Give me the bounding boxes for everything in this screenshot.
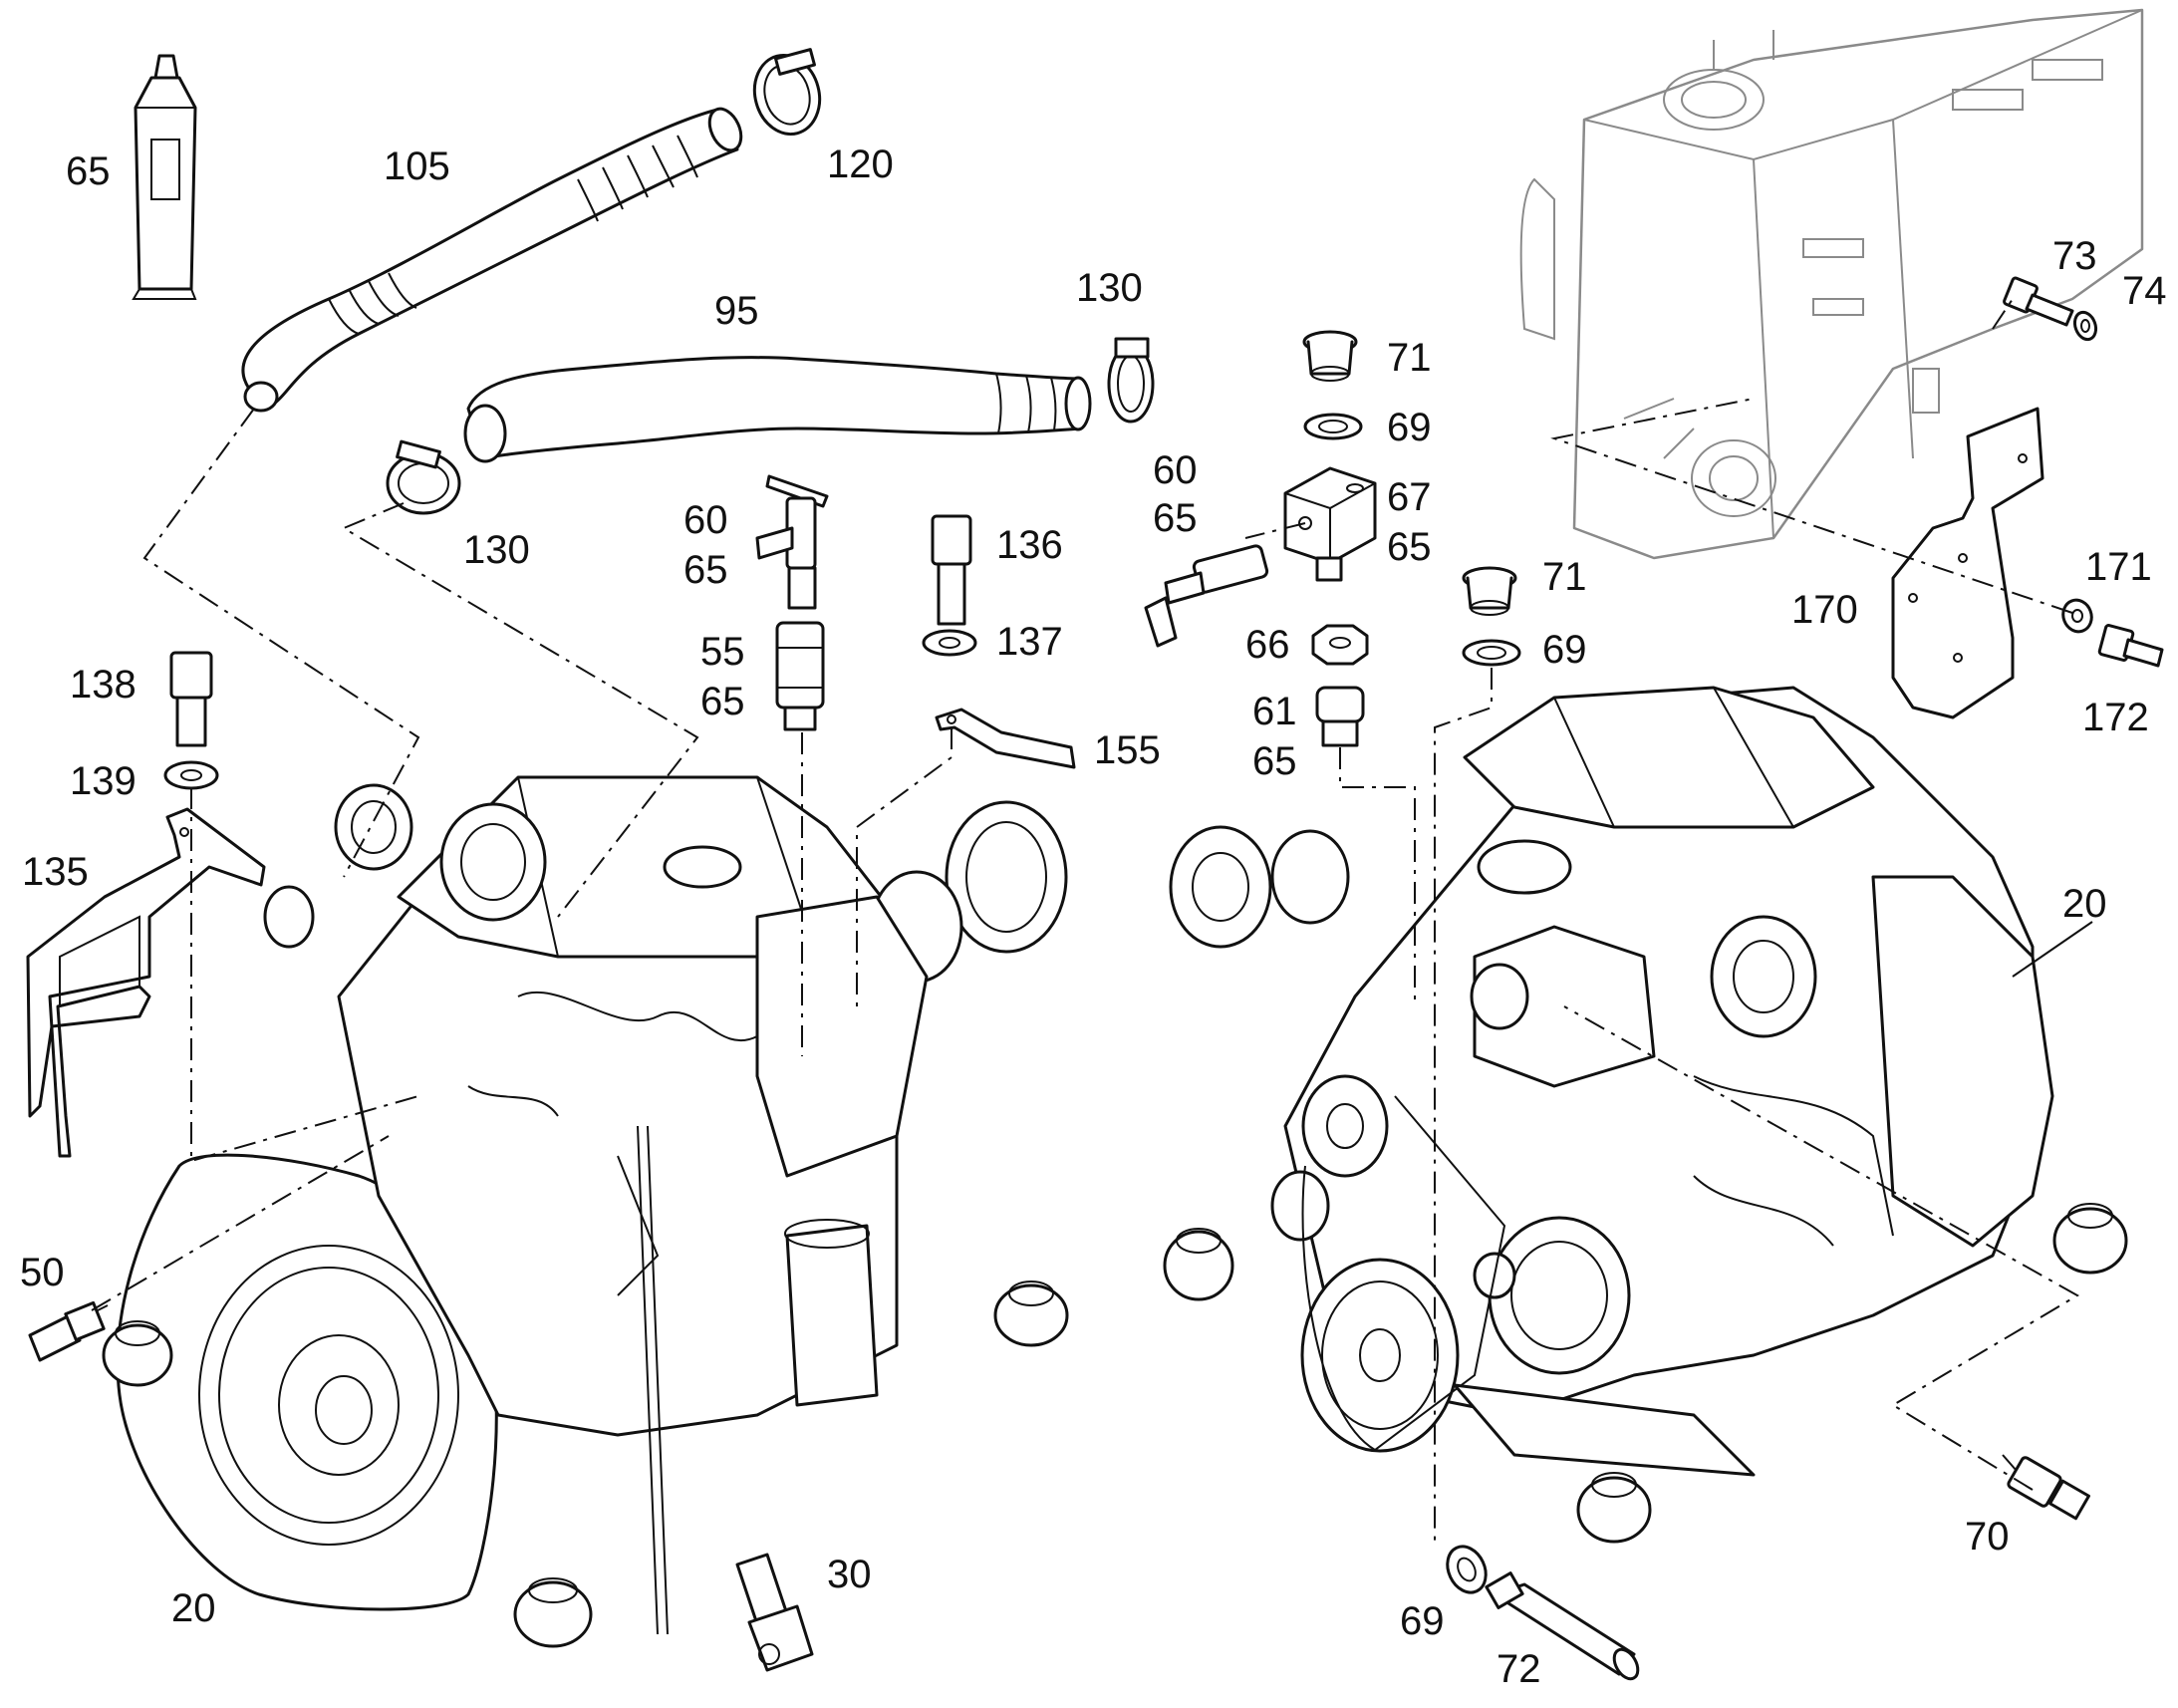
hose-95: [463, 356, 1092, 463]
leader-lines: [91, 298, 2079, 1545]
washer-139: [163, 760, 219, 790]
plug-71-top: [1302, 330, 1358, 382]
block-67: [1283, 466, 1377, 582]
bolt-73: [2003, 276, 2074, 327]
frame-chassis: [1519, 8, 2144, 560]
callout-70: 70: [1965, 1515, 2010, 1559]
callout-172: 172: [2082, 696, 2149, 739]
drain-valve-60-right: [1144, 544, 1269, 648]
callout-69-mid: 69: [1542, 628, 1587, 672]
engine-mount-right-a: [1163, 1228, 1234, 1301]
sender-70: [2002, 1454, 2090, 1521]
bolt-138: [169, 651, 213, 747]
sensor-30: [735, 1553, 814, 1672]
bracket-170: [1891, 407, 2044, 719]
callout-20-right: 20: [2062, 882, 2107, 926]
engine-mount-left-c: [993, 1281, 1069, 1347]
bracket-135: [26, 807, 266, 1158]
callout-170: 170: [1791, 588, 1858, 632]
hose-clamp-130-top: [1107, 337, 1155, 424]
callout-95: 95: [714, 289, 759, 333]
callout-65-right-c: 65: [1252, 739, 1297, 783]
washer-137: [922, 629, 977, 657]
callout-65-right-a: 65: [1153, 496, 1198, 540]
callout-50: 50: [20, 1251, 65, 1294]
callout-130-left: 130: [463, 528, 530, 572]
engine-mount-left-a: [102, 1320, 173, 1387]
engine-mount-right-c: [2052, 1203, 2128, 1275]
callout-138: 138: [70, 663, 136, 707]
callout-65-left-b: 65: [700, 680, 745, 723]
callout-73: 73: [2052, 234, 2097, 278]
washer-69-mid: [1462, 639, 1521, 667]
callout-72: 72: [1497, 1647, 1541, 1691]
washer-69-top: [1303, 413, 1363, 440]
plug-71-mid: [1462, 566, 1517, 616]
pin-72: [1485, 1571, 1640, 1681]
callout-61: 61: [1252, 690, 1297, 733]
callout-130-top: 130: [1076, 266, 1143, 310]
washer-69-bottom: [1446, 1545, 1488, 1594]
fitting-55: [775, 621, 825, 731]
callout-55: 55: [700, 630, 745, 674]
washer-171: [2061, 598, 2093, 634]
hose-105: [241, 107, 743, 413]
callout-60-right: 60: [1153, 448, 1198, 492]
callout-137: 137: [996, 620, 1063, 664]
drain-valve-60-left: [755, 474, 829, 610]
callout-65-right-b: 65: [1387, 525, 1432, 569]
callout-66: 66: [1245, 623, 1290, 667]
leader-20-right: [2012, 921, 2093, 978]
bolt-172: [2097, 624, 2164, 668]
callout-71-mid: 71: [1542, 555, 1587, 599]
callout-60-left: 60: [683, 498, 728, 542]
callout-20-left: 20: [171, 1586, 216, 1630]
callout-labels: 65 105 120 95 130 130 60 65 55 65 136 13…: [20, 142, 2167, 1691]
callout-67: 67: [1387, 475, 1432, 519]
callout-65-left-a: 65: [683, 548, 728, 592]
callout-136: 136: [996, 523, 1063, 567]
sender-50: [28, 1300, 109, 1362]
engine-left: [102, 775, 1069, 1648]
callout-120: 120: [827, 142, 894, 186]
callout-74: 74: [2122, 269, 2167, 313]
engine-mount-right-b: [1576, 1472, 1652, 1544]
callout-65-tube: 65: [66, 149, 111, 193]
callout-69-bottom: 69: [1400, 1599, 1445, 1643]
hose-clamp-130-left: [386, 439, 461, 515]
engine-right: [1163, 686, 2128, 1544]
callout-139: 139: [70, 759, 136, 803]
callout-105: 105: [384, 144, 450, 188]
washer-74: [2072, 310, 2098, 342]
callout-30: 30: [827, 1553, 872, 1596]
fitting-61: [1315, 686, 1365, 747]
callout-135: 135: [22, 850, 89, 894]
nut-66: [1311, 624, 1369, 666]
callout-69-top: 69: [1387, 406, 1432, 449]
callout-155: 155: [1094, 728, 1161, 772]
engine-mount-left-b: [513, 1577, 593, 1648]
callout-171: 171: [2085, 545, 2152, 589]
hose-clamp-120: [752, 48, 822, 137]
sealant-tube-icon: [132, 54, 197, 300]
bracket-155: [935, 708, 1076, 769]
callout-71-top: 71: [1387, 336, 1432, 380]
bolt-136: [931, 514, 972, 626]
